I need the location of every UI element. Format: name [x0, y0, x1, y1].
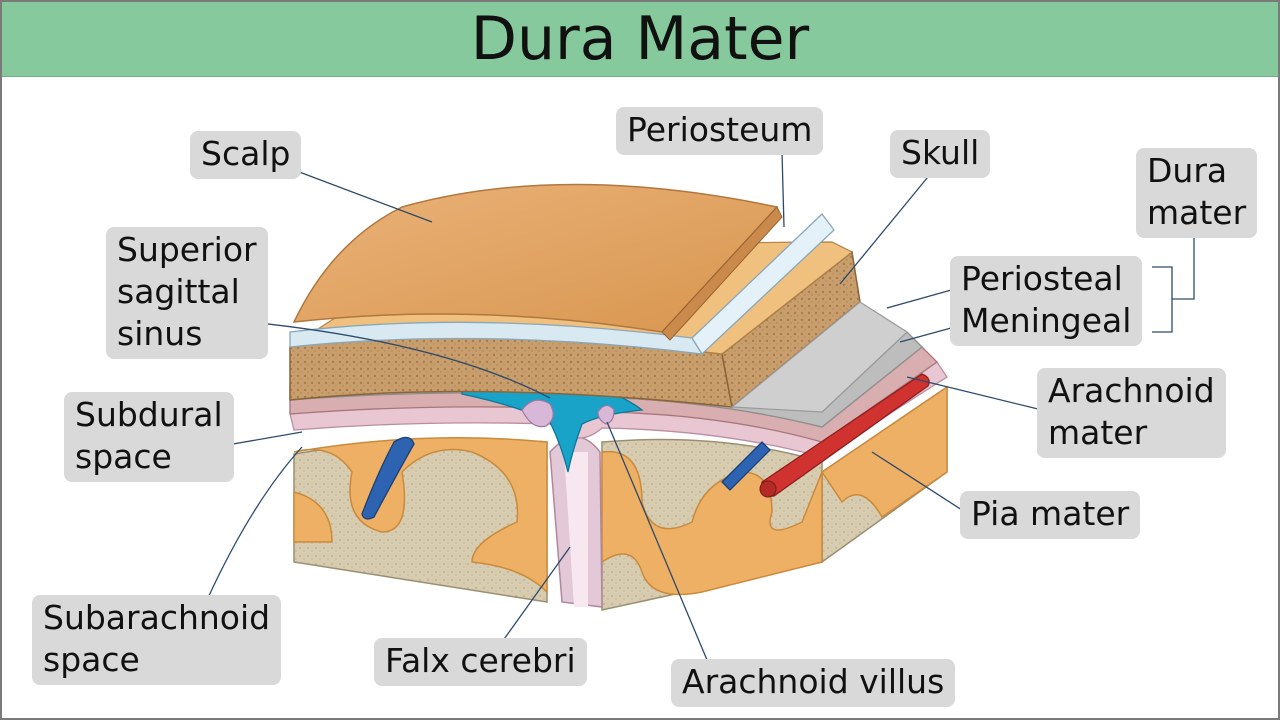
arachnoid-villus-left	[521, 399, 554, 428]
label-pia-mater: Pia mater	[960, 491, 1141, 539]
leader-arachnoid-mater	[906, 376, 1039, 410]
label-periosteal: Periosteal	[961, 259, 1123, 298]
leader-arachnoid-villus	[606, 421, 711, 668]
leader-periosteal	[886, 286, 963, 309]
scalp-layer	[292, 183, 783, 341]
leader-pia-mater	[871, 451, 963, 511]
gray-matter-left	[293, 437, 548, 594]
label-skull: Skull	[890, 130, 991, 178]
page-title: Dura Mater	[470, 4, 810, 74]
scalp-edge	[661, 206, 783, 341]
leader-lines	[206, 151, 1195, 668]
label-dura-layers: Periosteal Meningeal	[950, 256, 1143, 346]
label-meningeal: Meningeal	[961, 301, 1132, 340]
label-dura-mater: Dura mater	[1136, 148, 1258, 238]
leader-falx-cerebri	[501, 546, 571, 643]
arachnoid-villus-right	[597, 404, 615, 425]
scalp-top	[292, 183, 779, 333]
periosteum-layer	[289, 213, 835, 356]
periosteum-side	[691, 213, 835, 356]
leader-subarachnoid-space	[206, 446, 303, 601]
title-bar: Dura Mater	[2, 2, 1278, 77]
dura-bracket	[1152, 227, 1195, 333]
label-subarachnoid-space: Subarachnoid space	[32, 595, 282, 685]
cortical-vein-left	[361, 436, 415, 520]
leader-superior-sagittal-sinus	[249, 321, 551, 399]
label-periosteum: Periosteum	[616, 107, 824, 155]
label-superior-sagittal-sinus: Superior sagittal sinus	[106, 227, 268, 359]
cortical-vein-right	[721, 441, 771, 491]
label-arachnoid-mater: Arachnoid mater	[1037, 368, 1226, 458]
label-falx-cerebri: Falx cerebri	[374, 638, 587, 686]
label-arachnoid-villus: Arachnoid villus	[671, 659, 956, 707]
leader-scalp	[293, 169, 433, 223]
leader-skull	[839, 171, 933, 285]
label-subdural-space: Subdural space	[64, 392, 234, 482]
label-scalp: Scalp	[190, 131, 302, 179]
leader-periosteum	[781, 151, 785, 228]
